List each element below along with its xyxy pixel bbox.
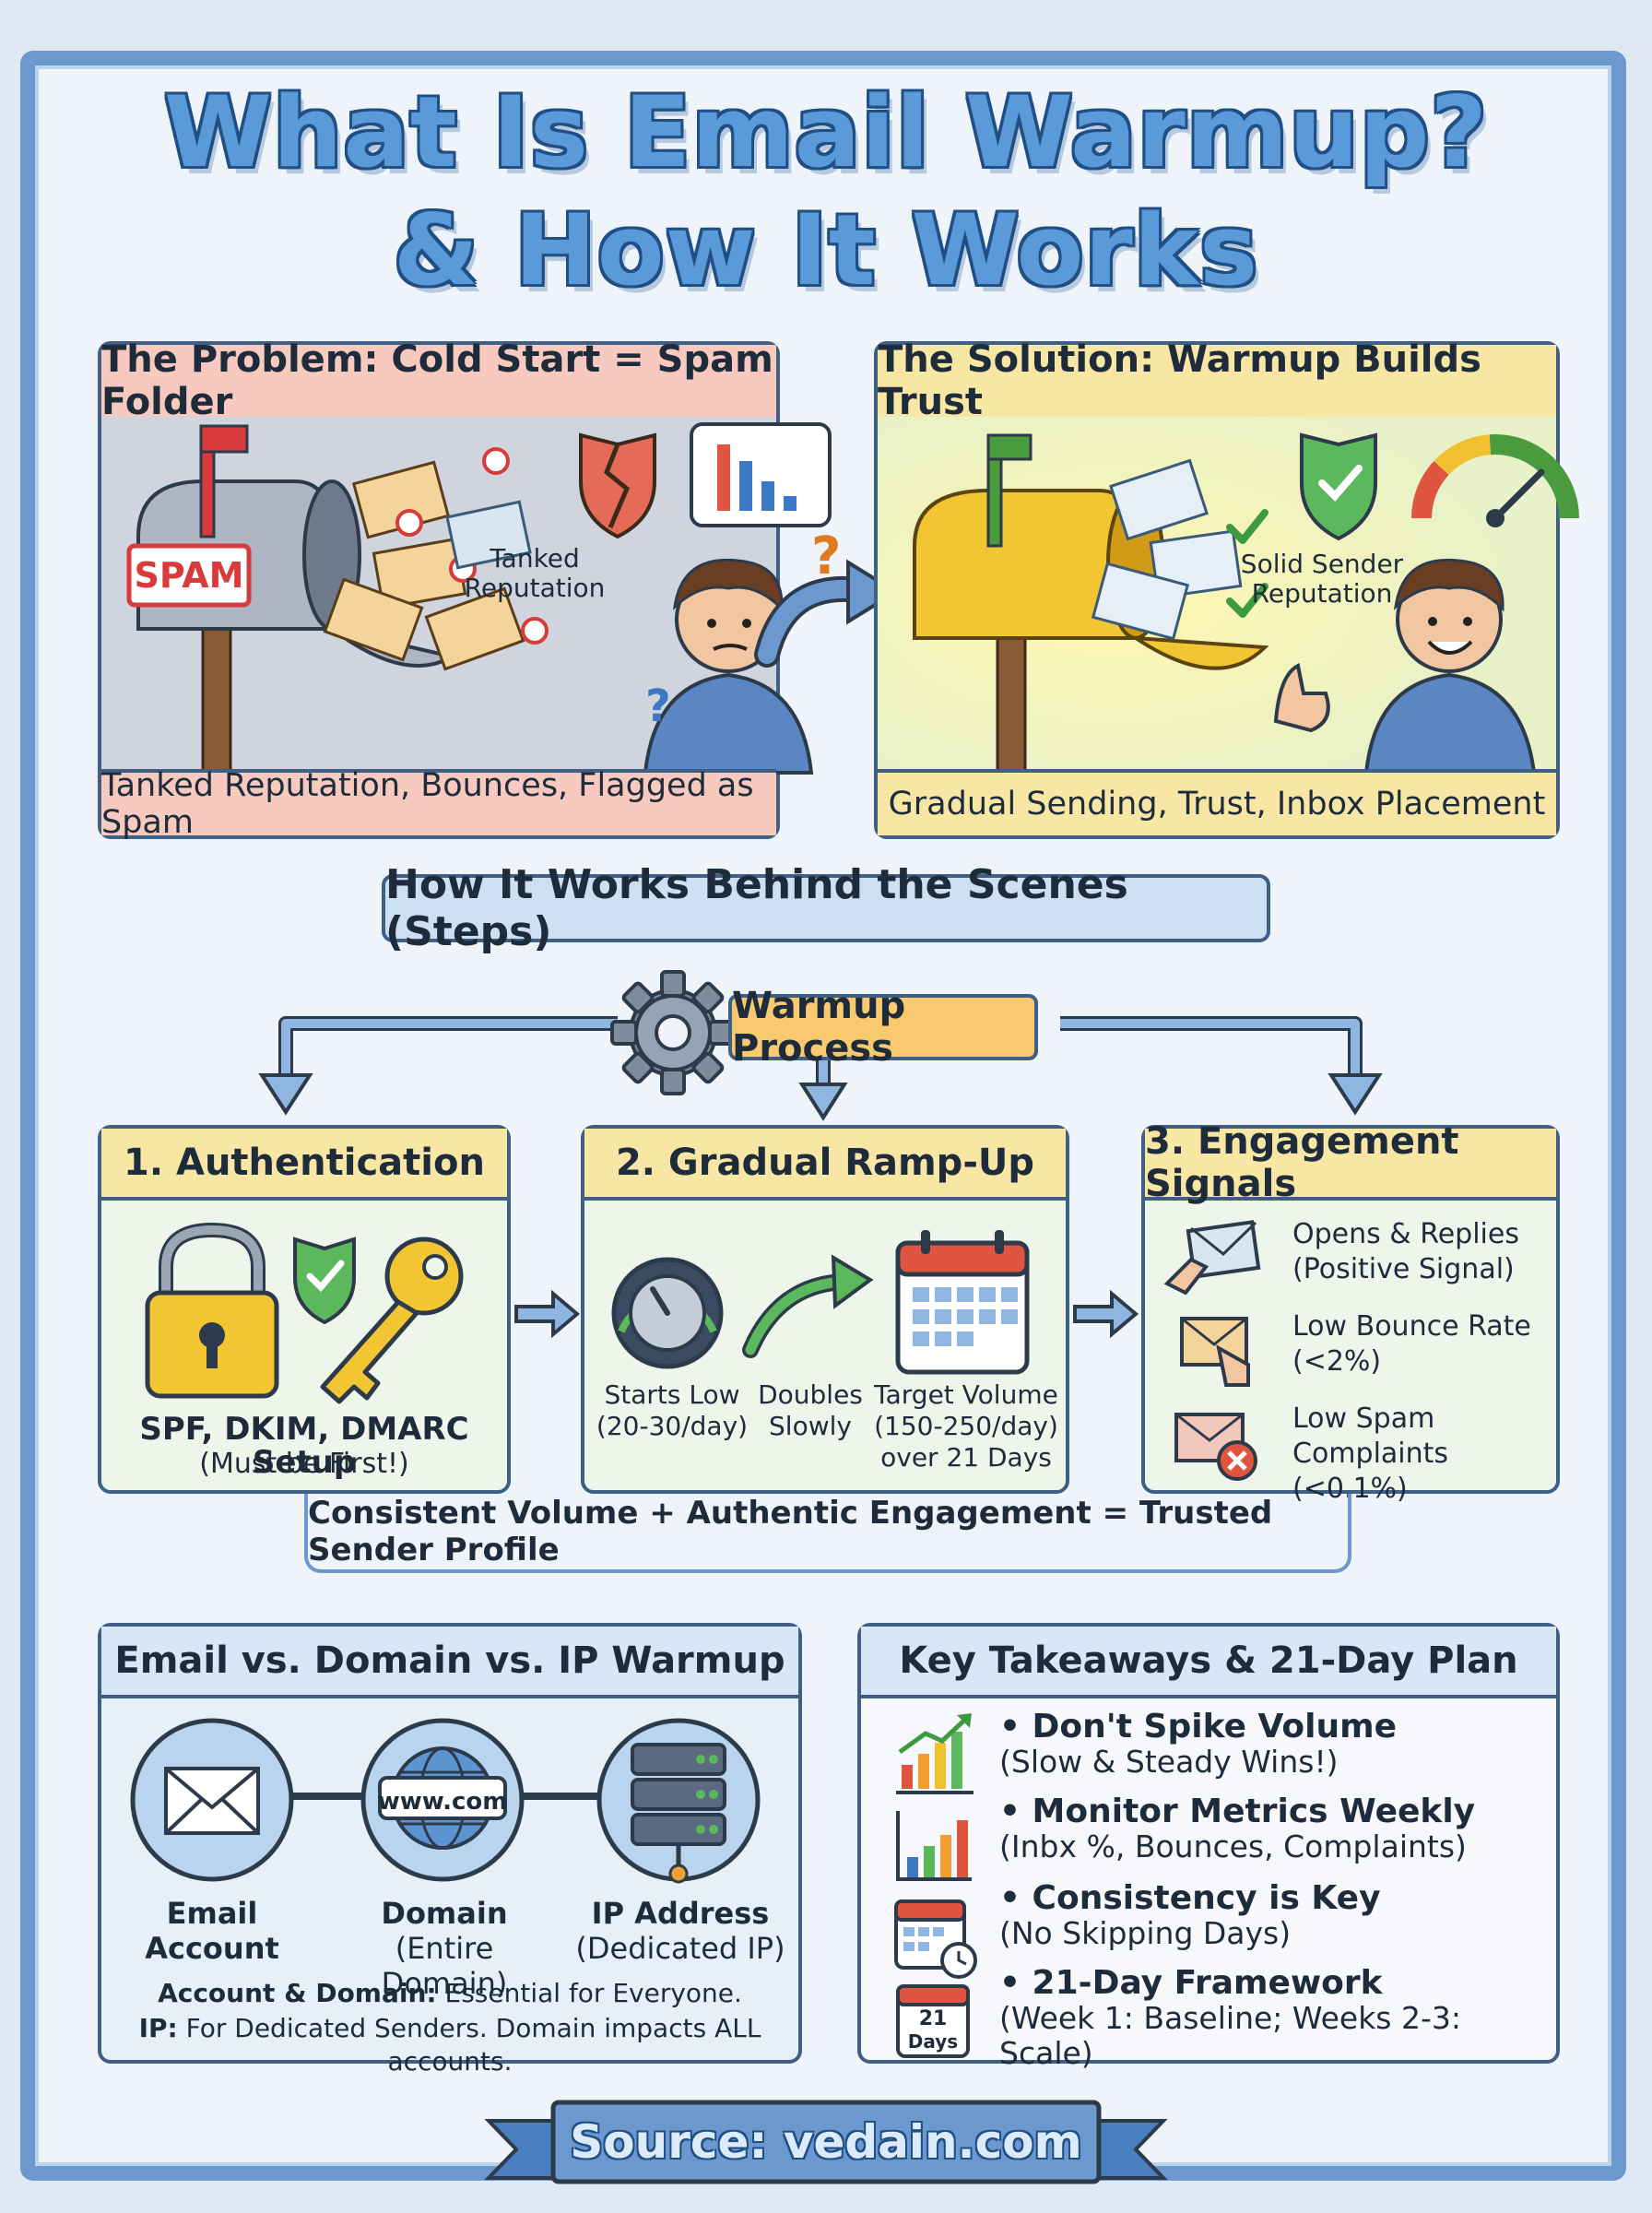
svg-text:?: ? (645, 680, 671, 732)
step-3-title: 3. Engagement Signals (1145, 1120, 1556, 1205)
warmup-type-icons (130, 1718, 761, 1884)
source-ribbon (484, 2100, 1168, 2184)
tanked-reputation-label: Tanked Reputation (464, 543, 606, 603)
domain-tag: www.com (377, 1788, 508, 1816)
takeaway-item: • 21-Day Framework(Week 1: Baseline; Wee… (999, 1964, 1462, 2071)
opens-replies-text: Opens & Replies(Positive Signal) (1292, 1218, 1519, 1285)
comparison-note-2: IP: For Dedicated Senders. Domain impact… (138, 2013, 761, 2077)
problem-panel: The Problem: Cold Start = Spam Folder (98, 338, 841, 841)
equation-text: Consistent Volume + Authentic Engagement… (304, 1494, 1351, 1573)
comparison-header: Email vs. Domain vs. IP Warmup (101, 1627, 798, 1698)
process-connectors (258, 1016, 1383, 1121)
problem-to-solution-arrow (754, 559, 900, 668)
takeaway-item: • Monitor Metrics Weekly(Inbx %, Bounces… (999, 1793, 1476, 1864)
comparison-note-1: Account & Domain: Essential for Everyone… (158, 1978, 742, 2008)
gear-icon (610, 970, 736, 1095)
ip-address-label: IP Address(Dedicated IP) (575, 1896, 785, 1966)
takeaways-header: Key Takeaways & 21-Day Plan (861, 1627, 1556, 1698)
step-2-to-3-arrow (1073, 1289, 1139, 1339)
step-1-to-2-arrow (514, 1289, 581, 1339)
solution-header: The Solution: Warmup Builds Trust (878, 338, 1556, 423)
solution-footer: Gradual Sending, Trust, Inbox Placement (878, 769, 1556, 835)
lock-key-illustration (145, 1222, 464, 1404)
comparison-panel: Email vs. Domain vs. IP Warmup www.com E… (98, 1623, 802, 2077)
starts-low-text: Starts Low(20-30/day) (596, 1379, 749, 1441)
problem-illustration: ? ? (101, 417, 841, 775)
calendar-21-days: 21 Days (907, 2007, 959, 2053)
title-line-1: What Is Email Warmup? (163, 76, 1489, 189)
step-authentication-box: 1. Authentication SPF, DKIM, DMARC Setup… (98, 1125, 511, 1494)
problem-header: The Problem: Cold Start = Spam Folder (101, 338, 776, 423)
steps-banner: How It Works Behind the Scenes (Steps) (382, 861, 1270, 955)
ramp-up-illustration (611, 1230, 1030, 1375)
takeaways-panel: Key Takeaways & 21-Day Plan 21 Days • Do… (857, 1623, 1560, 2071)
step-1-title: 1. Authentication (101, 1129, 507, 1201)
solution-illustration (878, 417, 1579, 775)
takeaway-icons (894, 1713, 977, 2058)
solid-reputation-label: Solid Sender Reputation (1240, 549, 1404, 609)
step-engagement-box: 3. Engagement Signals Opens & Replies(Po… (1141, 1120, 1560, 1505)
problem-footer: Tanked Reputation, Bounces, Flagged as S… (101, 767, 776, 841)
target-volume-text: Target Volume(150-250/day)over 21 Days (874, 1379, 1058, 1473)
step-2-title: 2. Gradual Ramp-Up (584, 1129, 1066, 1201)
solution-panel: The Solution: Warmup Builds Trust (874, 338, 1579, 839)
low-bounce-text: Low Bounce Rate(<2%) (1292, 1310, 1531, 1378)
source-text: Source: vedain.com (570, 2115, 1082, 2169)
authentication-subtext: (Must be First!) (199, 1448, 409, 1480)
step-ramp-up-box: 2. Gradual Ramp-Up Starts Low(20-30/day)… (581, 1125, 1069, 1494)
takeaway-item: • Don't Spike Volume(Slow & Steady Wins!… (999, 1708, 1398, 1780)
warmup-process-label: Warmup Process (728, 985, 1038, 1070)
spam-label: SPAM (134, 555, 244, 596)
title-line-2: & How It Works (393, 194, 1259, 307)
authentication-text: SPF, DKIM, DMARC Setup (139, 1411, 469, 1481)
engagement-icons (1163, 1220, 1261, 1481)
takeaway-item: • Consistency is Key(No Skipping Days) (999, 1879, 1381, 1951)
domain-label: Domain(Entire Domain) (381, 1896, 508, 2001)
